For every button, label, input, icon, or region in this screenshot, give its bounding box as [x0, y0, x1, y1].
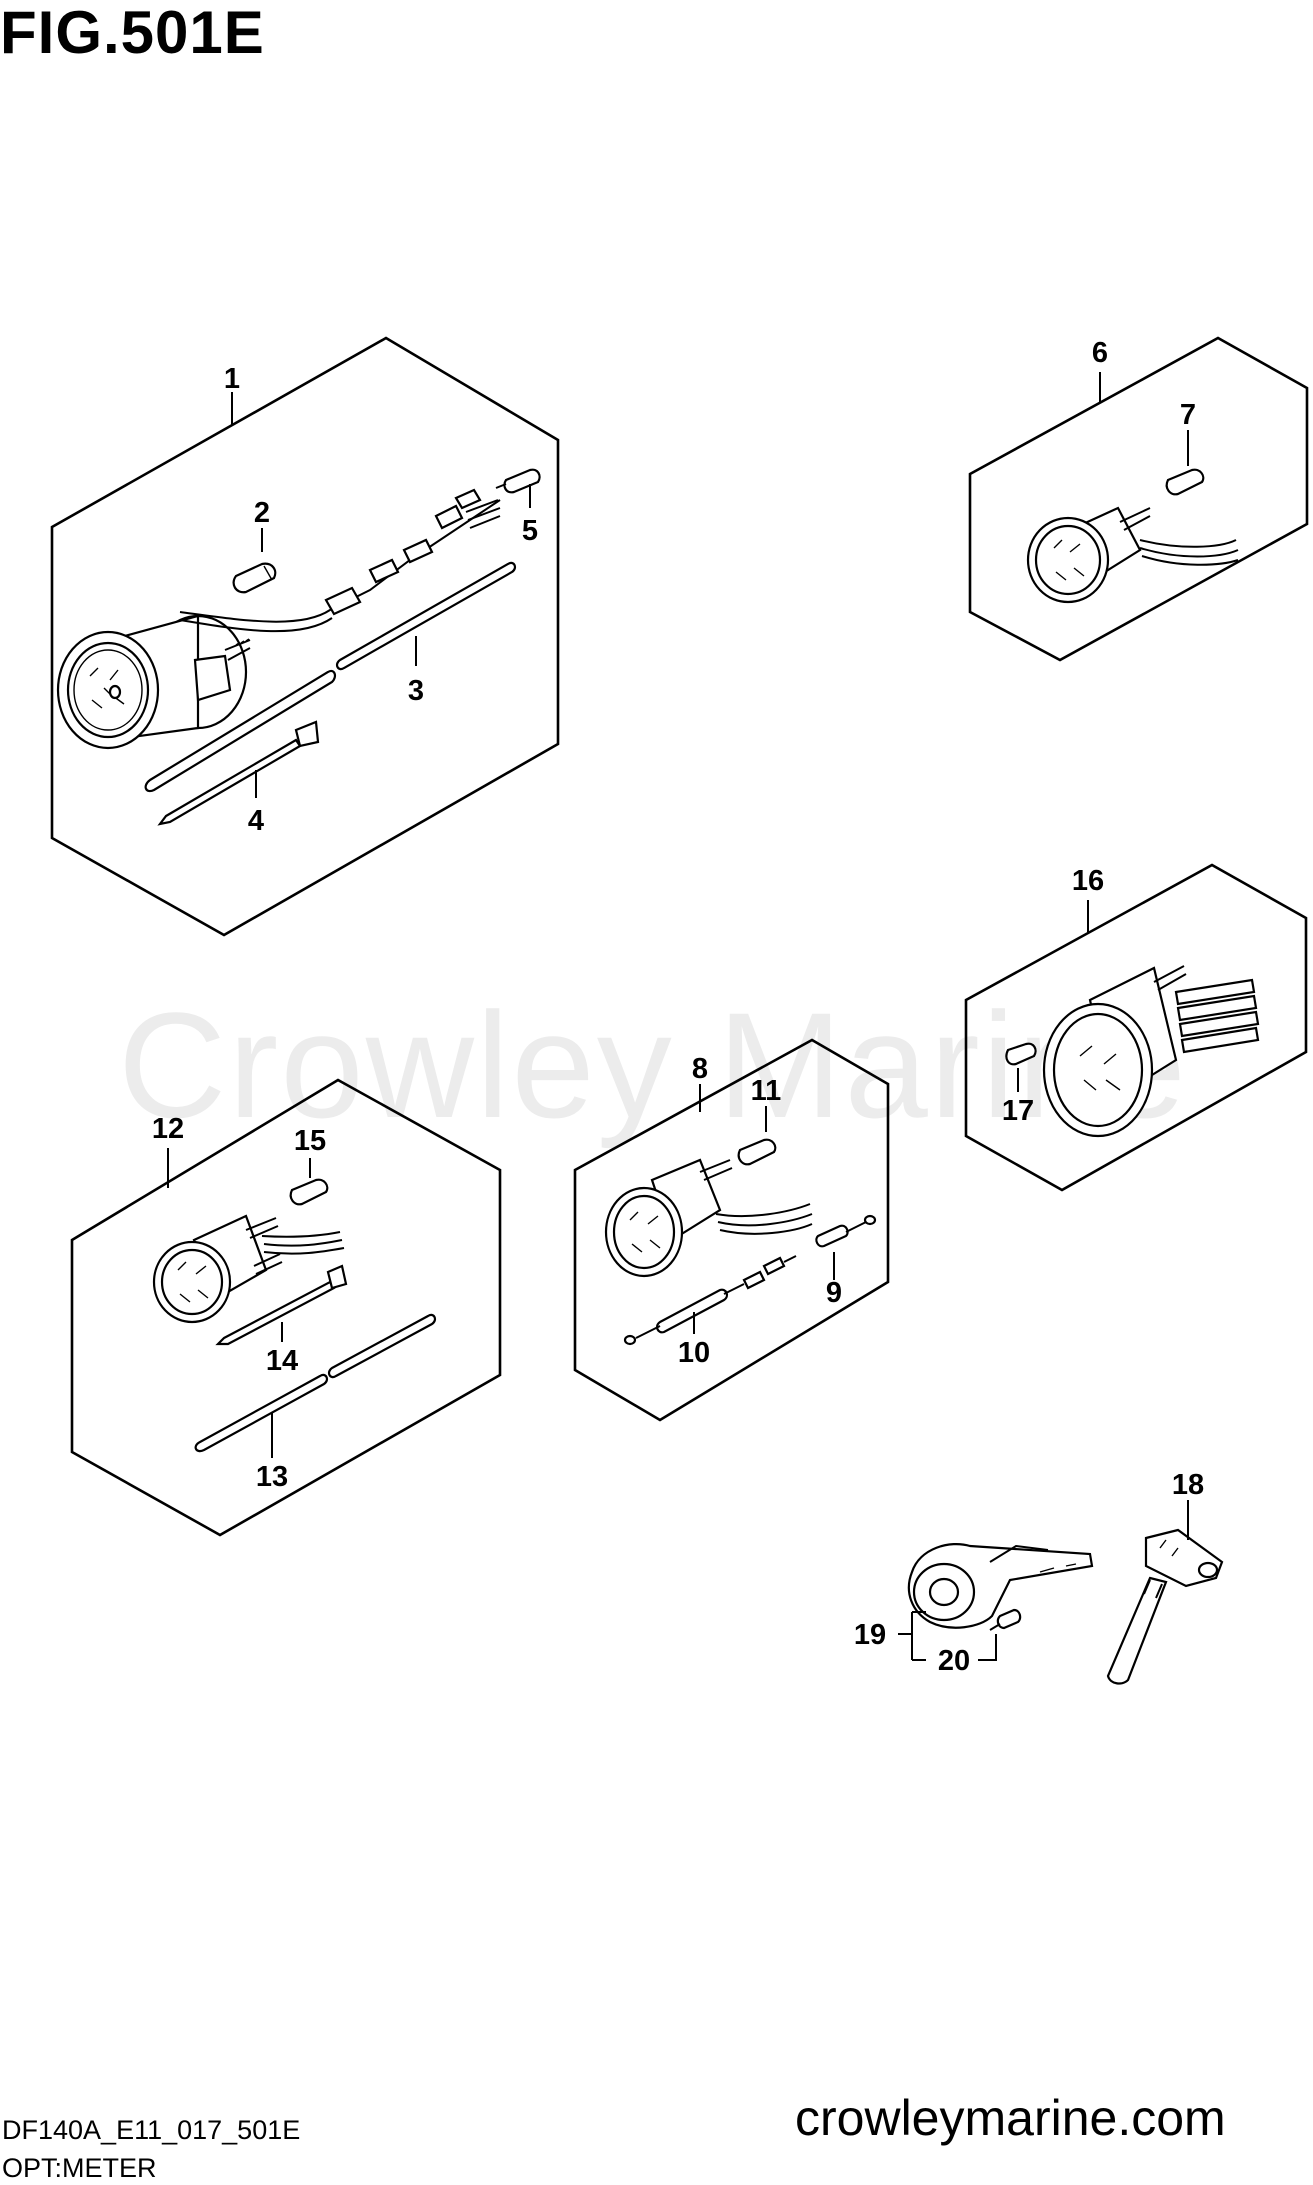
group-12-boundary: [70, 1078, 502, 1537]
diagram-code: DF140A_E11_017_501E: [2, 2115, 301, 2145]
meter-1-gauge[interactable]: [56, 614, 251, 750]
callout-17: 17: [1002, 1095, 1034, 1127]
callout-14: 14: [266, 1345, 298, 1377]
group-8-boundary: [573, 1038, 890, 1422]
group-1-boundary: [50, 336, 560, 937]
group-1-meter-kit: [50, 336, 560, 937]
group-12-meter-kit: [70, 1078, 502, 1537]
tube-3[interactable]: [144, 561, 517, 793]
group-8-meter-kit: [573, 1038, 890, 1422]
callout-labels: 1 2 3 4 5 6 7 8 9 10 11 12 13 14 15 16 1…: [152, 337, 1204, 1677]
bulb-2[interactable]: [232, 562, 277, 594]
watermark: Crowley Marine: [118, 981, 1188, 1149]
meter-16-gauge[interactable]: [1042, 965, 1260, 1138]
bulb-7[interactable]: [1165, 468, 1205, 496]
meter-bracket-18[interactable]: [1106, 1528, 1224, 1685]
bulb-5[interactable]: [495, 468, 541, 494]
figure-title: FIG.501E: [0, 0, 265, 66]
callout-15: 15: [294, 1125, 326, 1157]
callout-10: 10: [678, 1337, 710, 1369]
meter-bracket-19[interactable]: [907, 1542, 1094, 1629]
cable-tie-14[interactable]: [215, 1264, 348, 1346]
callout-2: 2: [254, 497, 270, 529]
callout-4: 4: [248, 805, 264, 837]
bulb-15[interactable]: [289, 1178, 329, 1206]
site-name: crowleymarine.com: [795, 2090, 1226, 2146]
group-6-meter-kit: [968, 336, 1309, 662]
callout-20: 20: [938, 1645, 970, 1677]
callout-8: 8: [692, 1053, 708, 1085]
group-16-meter-kit: [964, 863, 1308, 1192]
callout-19: 19: [854, 1619, 886, 1651]
callout-3: 3: [408, 675, 424, 707]
cable-tie-4[interactable]: [157, 720, 320, 826]
group-6-boundary: [968, 336, 1309, 662]
meter-6-gauge[interactable]: [1026, 506, 1239, 604]
screw-20[interactable]: [989, 1608, 1022, 1631]
callout-13: 13: [256, 1461, 288, 1493]
callout-18: 18: [1172, 1469, 1204, 1501]
callout-9: 9: [826, 1277, 842, 1309]
callout-7: 7: [1180, 399, 1196, 431]
wire-10[interactable]: [623, 1255, 797, 1346]
callout-1: 1: [224, 363, 240, 395]
callout-11: 11: [751, 1075, 782, 1107]
meter-8-gauge[interactable]: [604, 1158, 813, 1278]
wire-9[interactable]: [815, 1214, 877, 1248]
callout-5: 5: [522, 515, 538, 547]
bulb-17[interactable]: [1005, 1042, 1037, 1066]
callout-12: 12: [152, 1113, 184, 1145]
meter-12-gauge[interactable]: [152, 1214, 345, 1324]
callout-16: 16: [1072, 865, 1104, 897]
diagram-subtitle: OPT:METER: [2, 2153, 157, 2183]
tube-13[interactable]: [194, 1313, 437, 1453]
callout-6: 6: [1092, 337, 1108, 369]
bulb-11[interactable]: [737, 1138, 777, 1166]
group-16-boundary: [964, 863, 1308, 1192]
